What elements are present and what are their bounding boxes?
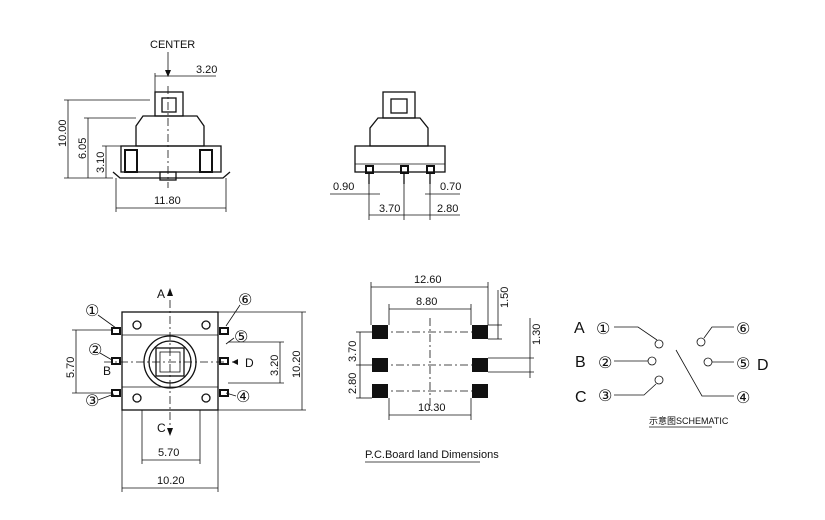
dim-right-outer: 10.20 [291, 350, 303, 378]
dim-top-inner: 8.80 [416, 296, 437, 308]
arrow-c-label: C [157, 421, 166, 435]
arrow-d-label: D [245, 356, 254, 370]
schematic-pin-5: ⑤ [736, 356, 750, 373]
pcb-view: 12.60 8.80 1.50 1.30 3.70 2.80 10.30 P.C… [347, 274, 543, 463]
schematic-caption: 示意图SCHEMATIC [649, 415, 729, 426]
pin-5-label: ⑤ [234, 329, 248, 346]
dim-bottom-outer: 10.20 [157, 475, 185, 487]
dim-right-inner: 3.20 [269, 355, 281, 376]
schematic-pin-3: ③ [598, 388, 612, 405]
arrow-a-label: A [157, 287, 165, 301]
dim-right-mid: 1.30 [531, 324, 543, 345]
dim-height-low: 3.10 [95, 152, 107, 173]
arrow-b-label: B [103, 364, 111, 378]
dim-right-pin: 0.70 [440, 181, 461, 193]
pin-1-label: ① [85, 303, 99, 320]
pin-3-label: ③ [85, 393, 99, 410]
schematic: A B C D ① ② ③ ④ ⑤ ⑥ 示意图SCHEMATIC [574, 320, 769, 428]
dim-pitch-left: 3.70 [379, 203, 400, 215]
side-view: CENTER 3.20 10.00 6.05 3.10 11.80 [57, 39, 231, 212]
dim-left-pin: 0.90 [333, 181, 354, 193]
dim-height-total: 10.00 [57, 119, 69, 147]
dim-right-top: 1.50 [499, 287, 511, 308]
schematic-pin-4: ④ [736, 390, 750, 407]
schematic-pin-1: ① [596, 321, 610, 338]
dim-left-height: 5.70 [65, 357, 77, 378]
pin-4-label: ④ [236, 389, 250, 406]
pin-6-label: ⑥ [238, 292, 252, 309]
top-view: A C B D ① ② ③ ④ ⑤ ⑥ 5.70 3.20 10.20 [65, 287, 306, 492]
dim-top: 3.20 [196, 64, 217, 76]
front-view: 0.90 0.70 3.70 2.80 [330, 91, 461, 220]
center-label: CENTER [150, 39, 195, 51]
dim-bottom-inner: 5.70 [158, 447, 179, 459]
dim-left-bottom: 2.80 [347, 373, 359, 394]
dim-height-mid: 6.05 [77, 138, 89, 159]
schematic-letter-a: A [574, 320, 585, 337]
dim-pitch-right: 2.80 [437, 203, 458, 215]
dim-left-top: 3.70 [347, 341, 359, 362]
pin-2-label: ② [88, 342, 102, 359]
schematic-pin-2: ② [598, 355, 612, 372]
pcb-caption: P.C.Board land Dimensions [365, 449, 499, 461]
dim-top-outer: 12.60 [414, 274, 442, 286]
dim-bottom: 10.30 [418, 402, 446, 414]
schematic-pin-6: ⑥ [736, 321, 750, 338]
schematic-letter-c: C [575, 389, 587, 406]
schematic-letter-d: D [757, 357, 769, 374]
schematic-letter-b: B [575, 354, 586, 371]
dim-width: 11.80 [154, 195, 181, 207]
